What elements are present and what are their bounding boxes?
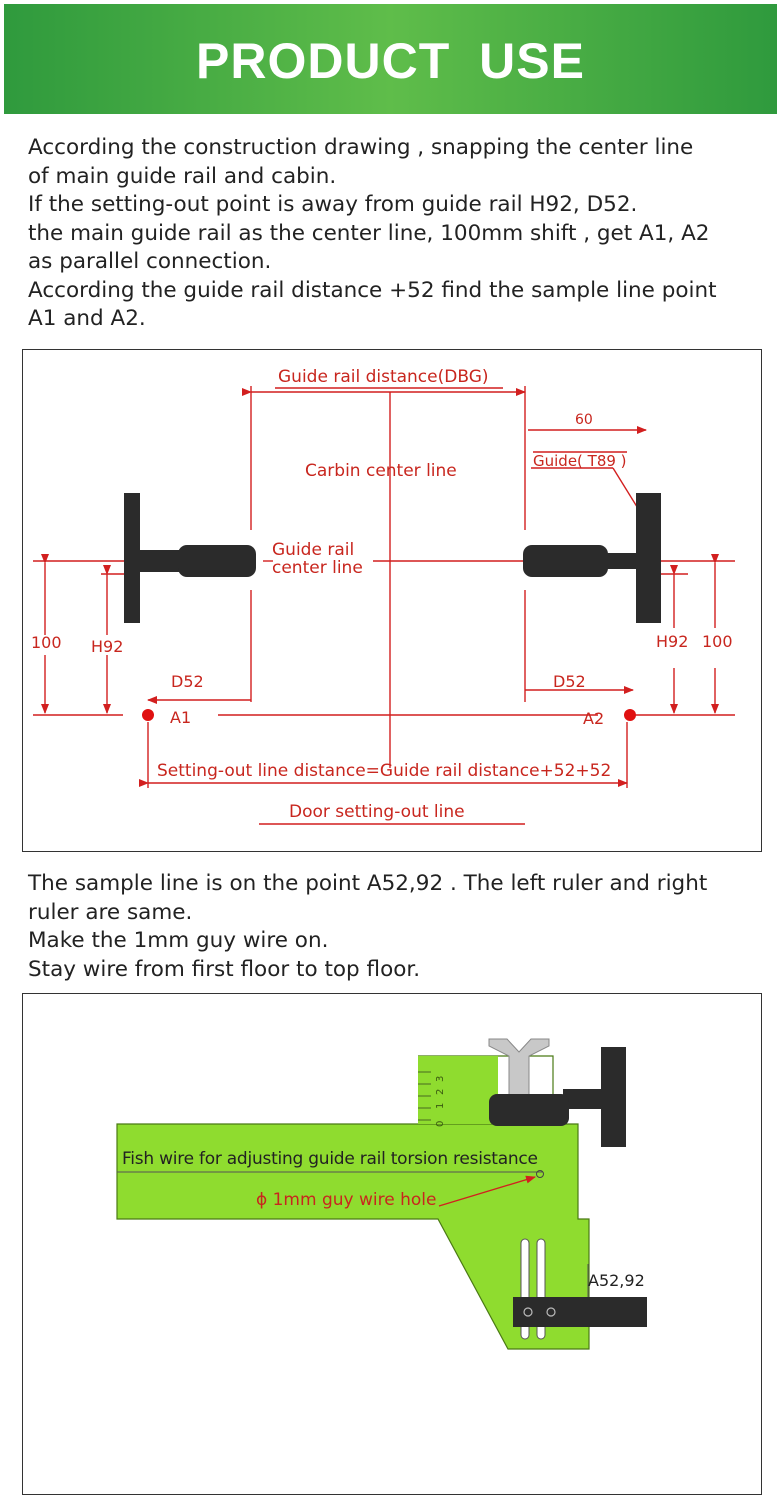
sixty-label: 60 <box>575 412 593 428</box>
scale-label: 3 <box>435 1076 446 1082</box>
intro-text: According the construction drawing , sna… <box>28 134 768 334</box>
intro-line: of main guide rail and cabin. <box>28 163 337 189</box>
right-h92-label: H92 <box>656 632 688 651</box>
guy-wire-hole <box>536 1170 544 1178</box>
a2-label: A2 <box>583 709 604 728</box>
mid-line: ruler are same. <box>28 899 193 925</box>
intro-line: the main guide rail as the center line, … <box>28 220 710 246</box>
sample-line-bar <box>513 1297 647 1327</box>
intro-line: According the construction drawing , sna… <box>28 135 694 160</box>
guide-label: Guide( T89 ) <box>533 452 627 470</box>
guide-rail-dark <box>489 1047 626 1147</box>
setting-out-label: Setting-out line distance=Guide rail dis… <box>157 761 611 781</box>
fish-wire-label: Fish wire for adjusting guide rail torsi… <box>122 1149 538 1169</box>
intro-line: as parallel connection. <box>28 249 272 274</box>
intro-line: According the guide rail distance +52 fi… <box>28 277 717 303</box>
d52-left-label: D52 <box>171 672 204 691</box>
door-line-label: Door setting-out line <box>289 802 465 822</box>
mid-line: Stay wire from first floor to top floor. <box>28 956 421 982</box>
point-a1 <box>142 709 154 721</box>
scale-label: 1 <box>435 1103 446 1109</box>
cabin-center-label: Carbin center line <box>305 461 457 481</box>
a5292-label: A52,92 <box>588 1271 645 1290</box>
mid-line: Make the 1mm guy wire on. <box>28 928 329 953</box>
t-rail-icon <box>488 1038 550 1100</box>
scale-label: 0 <box>435 1121 446 1127</box>
ruler-diagram: 0 1 2 3 Fish wire for adjusting guide ra… <box>22 993 762 1495</box>
guide-rails <box>124 493 661 623</box>
point-a2 <box>624 709 636 721</box>
left-h92-label: H92 <box>91 637 123 656</box>
intro-line: If the setting-out point is away from gu… <box>28 192 638 217</box>
scale-ticks <box>418 1071 431 1121</box>
dbg-label: Guide rail distance(DBG) <box>278 367 489 387</box>
guy-hole-label: ϕ 1mm guy wire hole <box>256 1190 436 1210</box>
rail-center-label-2: center line <box>272 558 363 578</box>
scale-label: 2 <box>435 1089 446 1095</box>
header-banner: PRODUCT USE <box>4 4 777 114</box>
intro-line: A1 and A2. <box>28 306 146 331</box>
a1-label: A1 <box>170 708 191 727</box>
d52-right-label: D52 <box>553 672 586 691</box>
ruler-svg: 0 1 2 3 Fish wire for adjusting guide ra… <box>116 1038 647 1350</box>
left-100-label: 100 <box>31 633 62 652</box>
setting-out-svg: Guide rail distance(DBG) 60 Guide( T89 )… <box>31 367 735 825</box>
right-100-label: 100 <box>702 632 733 651</box>
mid-line: The sample line is on the point A52,92 .… <box>28 871 708 896</box>
setting-out-diagram: Guide rail distance(DBG) 60 Guide( T89 )… <box>22 349 762 852</box>
page-title: PRODUCT USE <box>196 33 585 89</box>
mid-text: The sample line is on the point A52,92 .… <box>28 870 768 984</box>
rail-center-label: Guide rail <box>272 540 354 560</box>
